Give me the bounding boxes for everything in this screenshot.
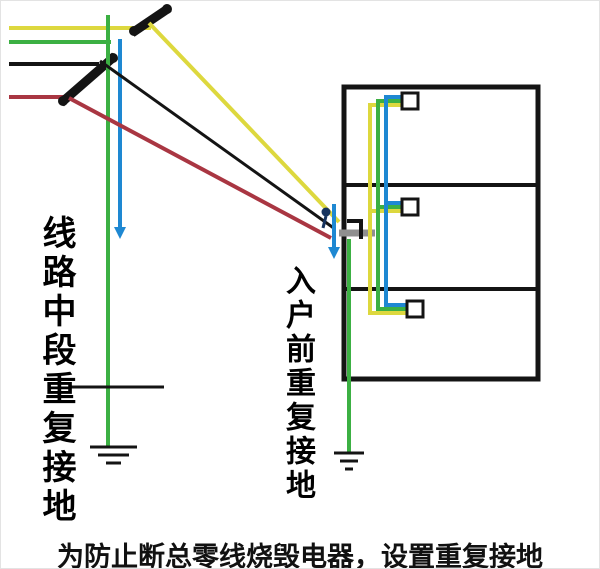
insulator-icon xyxy=(108,53,118,63)
arrow-down-icon xyxy=(328,247,340,259)
lineman-figure-icon xyxy=(321,207,331,217)
lineman-figure-icon xyxy=(321,215,328,229)
label-midline-repeated-ground: 线路中段重复接地 xyxy=(37,215,75,527)
span-yellow-wire xyxy=(147,21,341,224)
insulator-icon xyxy=(58,96,68,106)
outlet-floor-2-icon xyxy=(400,197,420,217)
riser-blue-wire xyxy=(384,95,407,307)
insulator-icon xyxy=(162,4,172,14)
arrow-down-icon xyxy=(114,227,126,239)
outlet-floor-1-icon xyxy=(400,91,420,111)
label-pre-entry-repeated-ground: 入户前重复接地 xyxy=(281,265,314,503)
span-neutral-wire xyxy=(99,59,336,231)
riser-green-wire xyxy=(376,99,407,311)
insulator-icon xyxy=(129,26,139,36)
caption-text: 为防止断总零线烧毁电器，设置重复接地 xyxy=(57,542,543,569)
outlet-floor-3-icon xyxy=(405,299,425,319)
meter-bracket xyxy=(347,219,363,239)
span-red-wire xyxy=(68,96,332,240)
